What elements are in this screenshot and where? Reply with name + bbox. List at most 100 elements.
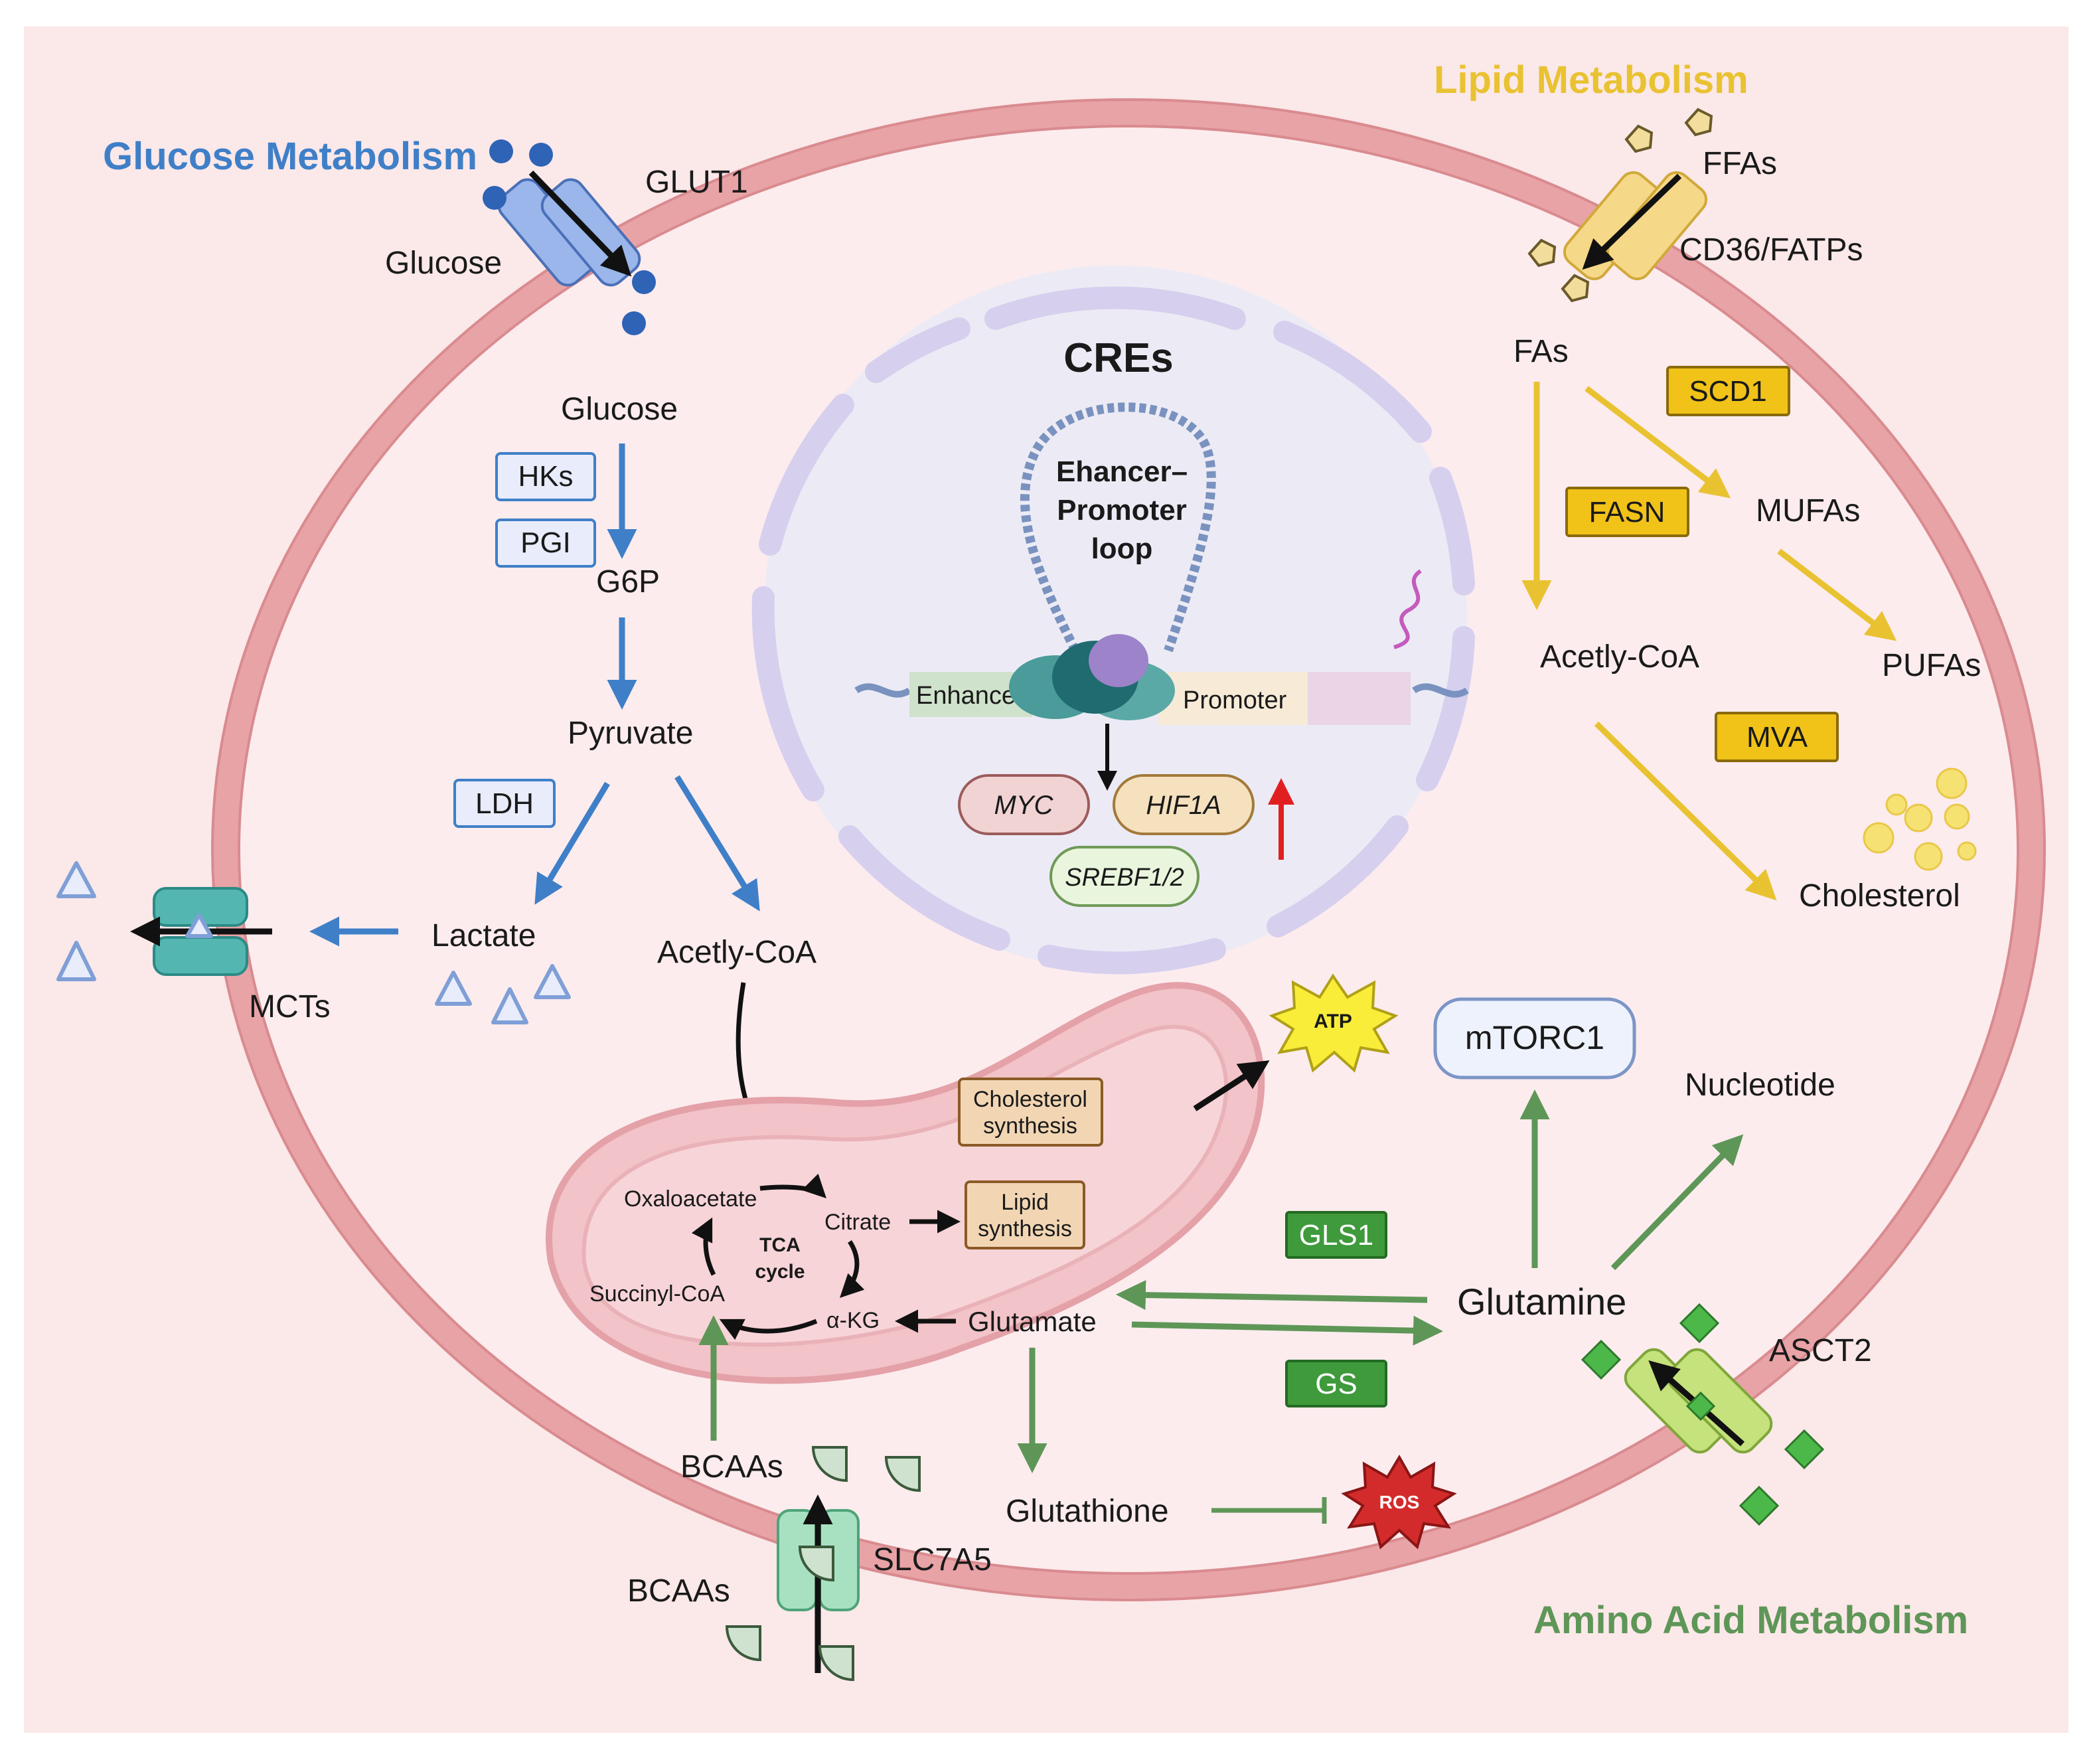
fasn-label: FASN: [1589, 496, 1666, 528]
amino-acid-metabolism-title: Amino Acid Metabolism: [1533, 1599, 1968, 1642]
atp-burst: ATP: [1269, 973, 1399, 1073]
lipid-metabolism-title: Lipid Metabolism: [1434, 58, 1748, 102]
tca-cycle-arrows: [691, 1173, 865, 1340]
gene-myc: MYC: [958, 774, 1090, 835]
promoter-label: Promoter: [1183, 686, 1287, 714]
glut1-label: GLUT1: [645, 165, 748, 200]
cholesterol-synthesis-box: Cholesterol synthesis: [958, 1078, 1103, 1147]
arrow-fas-mufas: [1585, 386, 1731, 499]
arrow-pyruvate-lactate: [534, 781, 610, 905]
cell-membrane-outer-line: [211, 98, 2046, 1601]
scd1-box: SCD1: [1666, 366, 1790, 416]
lipid-syn-line2: synthesis: [978, 1216, 1072, 1242]
atp-label: ATP: [1314, 1010, 1352, 1032]
loop-label-line2: Promoter: [1057, 494, 1187, 526]
gene-srebf: SREBF1/2: [1049, 846, 1200, 907]
lactate-label: Lactate: [431, 918, 536, 953]
loop-label-line3: loop: [1091, 532, 1153, 565]
pgi-label: PGI: [520, 526, 571, 559]
ldh-box: LDH: [453, 779, 556, 828]
ffas-label: FFAs: [1703, 146, 1777, 181]
bcaas-outside-label: BCAAs: [627, 1573, 730, 1609]
scd1-label: SCD1: [1689, 375, 1766, 408]
arrow-glutamate-glutamine: [1131, 1315, 1443, 1346]
enhancer-label: Enhancer: [916, 682, 1024, 710]
bcaa-molecules: [725, 1446, 921, 1682]
cholesterol-label: Cholesterol: [1799, 878, 1960, 914]
mct-transporter: [153, 887, 248, 976]
mtorc1-box: mTORC1: [1433, 997, 1636, 1080]
glutamate-label: Glutamate: [968, 1306, 1097, 1337]
arrow-glutamine-nucleotide: [1610, 1134, 1744, 1271]
hks-box: HKs: [495, 452, 596, 501]
transcription-complex: [1009, 634, 1175, 720]
arrow-mufas-pufas: [1777, 548, 1897, 641]
gene-hif1a: HIF1A: [1113, 774, 1255, 835]
glucose-acetylcoa-label: Acetly-CoA: [657, 935, 816, 970]
lipid-syn-line1: Lipid: [1001, 1190, 1049, 1215]
arrow-glutamine-glutamate: [1116, 1280, 1428, 1311]
hks-label: HKs: [518, 460, 573, 493]
gs-label: GS: [1315, 1368, 1357, 1400]
promoter-region: Promoter: [1158, 672, 1411, 725]
glucose-molecules: [483, 139, 656, 335]
arrow-mito-atp: [1193, 1060, 1270, 1111]
lipid-acetylcoa-label: Acetly-CoA: [1540, 639, 1699, 675]
cell-membrane-inner-line: [238, 125, 2019, 1575]
chol-syn-line1: Cholesterol: [973, 1087, 1087, 1112]
oxaloacetate-label: Oxaloacetate: [624, 1186, 757, 1212]
gls1-box: GLS1: [1285, 1211, 1387, 1259]
ros-burst: ROS: [1341, 1455, 1457, 1550]
succinyl-coa-label: Succinyl-CoA: [589, 1281, 725, 1307]
mcts-label: MCTs: [249, 989, 331, 1024]
pufas-label: PUFAs: [1882, 648, 1981, 683]
gs-box: GS: [1285, 1360, 1387, 1407]
asct2-label: ASCT2: [1769, 1333, 1872, 1368]
mtorc1-label: mTORC1: [1465, 1019, 1604, 1056]
gene-hif1a-label: HIF1A: [1146, 791, 1221, 820]
glutamine-molecules: [1581, 1303, 1825, 1526]
cd36-label: CD36/FATPs: [1679, 232, 1863, 268]
g6p-label: G6P: [596, 564, 660, 600]
fas-label: FAs: [1513, 334, 1569, 369]
gene-myc-label: MYC: [994, 791, 1054, 820]
lactate-molecules: [56, 861, 571, 1024]
mufas-label: MUFAs: [1756, 493, 1860, 528]
citrate-label: Citrate: [824, 1210, 891, 1235]
nucleotide-label: Nucleotide: [1685, 1068, 1835, 1103]
mva-label: MVA: [1746, 721, 1808, 754]
glutathione-label: Glutathione: [1006, 1494, 1169, 1529]
ldh-label: LDH: [475, 787, 534, 820]
glucose-outside-label: Glucose: [385, 246, 502, 281]
pyruvate-label: Pyruvate: [568, 716, 693, 751]
arrow-pyruvate-acetylcoa: [674, 775, 760, 912]
cholesterol-droplets: [1863, 767, 1977, 871]
glucose-metabolism-title: Glucose Metabolism: [103, 135, 477, 178]
ros-label: ROS: [1379, 1492, 1420, 1512]
chol-syn-line2: synthesis: [983, 1113, 1077, 1139]
glucose-uptake-arrow: [528, 170, 632, 277]
glucose-inside-label: Glucose: [561, 392, 678, 427]
pgi-box: PGI: [495, 519, 596, 568]
loop-label-line1: Ehancer–: [1056, 455, 1188, 488]
cres-title: CREs: [1063, 335, 1173, 381]
akg-label: α-KG: [826, 1308, 880, 1333]
gene-srebf-label: SREBF1/2: [1065, 864, 1184, 892]
ffa-molecules: [1527, 108, 1713, 303]
dna-strand: [854, 683, 1469, 698]
rna-squiggle: [1393, 569, 1422, 649]
lipid-synthesis-box: Lipid synthesis: [965, 1180, 1085, 1249]
fasn-box: FASN: [1565, 487, 1689, 537]
slc7a5-label: SLC7A5: [873, 1542, 992, 1577]
dna-loop: [1020, 402, 1216, 653]
tca-label-line2: cycle: [755, 1261, 805, 1283]
gls1-label: GLS1: [1299, 1219, 1374, 1251]
arrow-acetylcoa-cholesterol: [1594, 721, 1777, 901]
mva-box: MVA: [1715, 712, 1839, 762]
glutamine-label: Glutamine: [1457, 1281, 1626, 1323]
bcaas-inside-label: BCAAs: [680, 1449, 783, 1484]
tca-label-line1: TCA: [759, 1234, 801, 1256]
glutathione-inhibits-ros: [1211, 1497, 1327, 1524]
fatty-acid-uptake-arrow: [1582, 173, 1682, 270]
